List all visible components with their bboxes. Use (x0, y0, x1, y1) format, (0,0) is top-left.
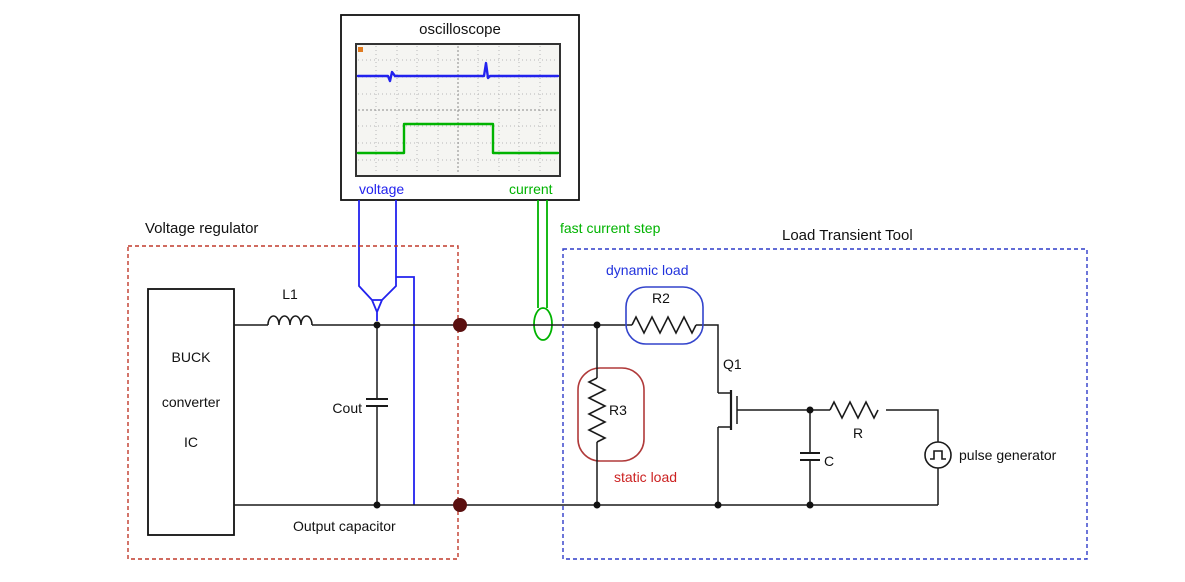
current-probe-loop (533, 307, 553, 341)
scope-trigger-marker (358, 47, 363, 52)
r-label: R (853, 425, 863, 441)
junction-dot (714, 501, 722, 509)
resistor-r2-symbol (631, 315, 697, 335)
oscilloscope: oscilloscope voltage current (340, 14, 580, 201)
current-trace (356, 122, 560, 155)
inductor-label: L1 (282, 286, 298, 302)
pulse-generator-symbol (924, 441, 952, 469)
voltage-label: voltage (359, 181, 404, 197)
pulse-waveform-icon (930, 450, 946, 460)
static-load-label: static load (614, 469, 677, 485)
junction-dot (806, 501, 814, 509)
load-transient-tool-section: Load Transient Tool dynamic load R2 R3 s… (562, 227, 1088, 560)
buck-ic-label-line1: BUCK (172, 349, 212, 365)
load-transient-tool-title: Load Transient Tool (782, 227, 913, 244)
output-capacitor-caption: Output capacitor (293, 518, 396, 534)
terminal-dot (453, 318, 467, 332)
buck-ic-box (147, 288, 235, 536)
pulse-generator-label: pulse generator (959, 447, 1057, 463)
top-rail-wire (234, 324, 719, 393)
resistor-r3-symbol (587, 377, 607, 443)
dynamic-load-outline (625, 286, 704, 345)
fast-current-step-label: fast current step (560, 220, 661, 236)
c-label: C (824, 453, 834, 469)
inductor-symbol (267, 315, 313, 326)
voltage-probe (358, 200, 415, 505)
q1-label: Q1 (723, 356, 742, 372)
r3-label: R3 (609, 402, 627, 418)
measurement-terminals (453, 318, 467, 512)
junction-dots (373, 321, 814, 509)
load-transient-tool-box (562, 248, 1088, 560)
voltage-trace (356, 61, 560, 83)
terminal-dot (453, 498, 467, 512)
mosfet-q1: Q1 (717, 356, 830, 505)
voltage-regulator-box (127, 245, 459, 560)
buck-ic-label-line2: converter (162, 394, 221, 410)
junction-dot (806, 406, 814, 414)
junction-dot (593, 321, 601, 329)
junction-dot (373, 321, 381, 329)
junction-dot (373, 501, 381, 509)
junction-dot (593, 501, 601, 509)
static-load-outline (577, 367, 645, 462)
current-label: current (509, 181, 553, 197)
q1-stub-wires (717, 392, 731, 505)
voltage-probe-leads (358, 200, 415, 505)
output-cap-symbol (366, 398, 388, 407)
current-probe (533, 200, 553, 341)
buck-ic-label-line3: IC (184, 434, 198, 450)
capacitor-c-symbol (800, 452, 820, 461)
current-probe-leads (537, 200, 548, 308)
voltage-regulator-section: Voltage regulator BUCK converter IC L1 C… (127, 220, 459, 560)
oscilloscope-title: oscilloscope (419, 21, 501, 38)
output-cap-label: Cout (332, 400, 362, 416)
voltage-regulator-title: Voltage regulator (145, 220, 258, 237)
resistor-r-symbol (829, 400, 879, 420)
dynamic-load-label: dynamic load (606, 262, 689, 278)
r2-label: R2 (652, 290, 670, 306)
pulse-generator-wires (886, 409, 939, 505)
